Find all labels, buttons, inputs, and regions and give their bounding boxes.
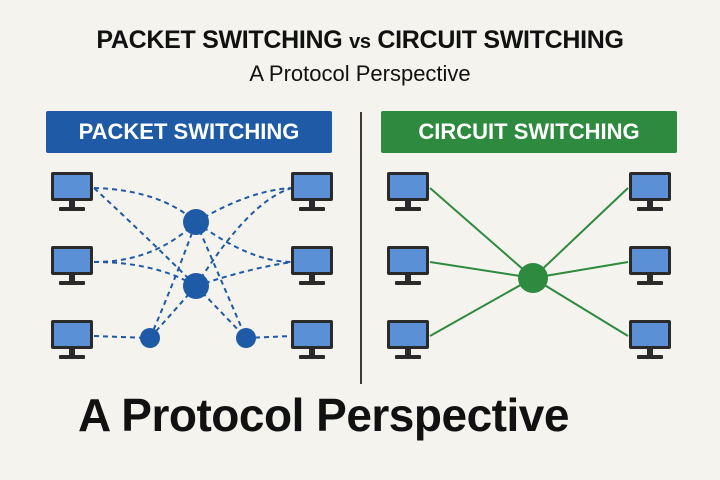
packet-link xyxy=(195,187,293,223)
packet-link xyxy=(195,221,293,263)
packet-links xyxy=(93,187,293,339)
computer-monitor-icon xyxy=(387,246,429,285)
packet-link xyxy=(195,261,293,287)
computer-monitor-icon xyxy=(387,320,429,359)
circuit-link xyxy=(429,187,534,279)
computer-monitor-icon xyxy=(51,172,93,211)
packet-link xyxy=(245,335,293,339)
circuit-link xyxy=(429,277,534,337)
computer-monitor-icon xyxy=(291,172,333,211)
title-packet: PACKET SWITCHING xyxy=(96,26,343,54)
circuit-links xyxy=(429,187,629,337)
packet-router-node xyxy=(183,273,209,299)
circuit-switch-node xyxy=(518,263,548,293)
packet-link xyxy=(93,221,197,263)
circuit-link xyxy=(532,187,629,279)
packet-link xyxy=(93,187,197,223)
packet-link xyxy=(93,261,197,287)
computer-monitor-icon xyxy=(51,246,93,285)
packet-router-node xyxy=(140,328,160,348)
computer-monitor-icon xyxy=(51,320,93,359)
computer-monitor-icon xyxy=(629,172,671,211)
circuit-link xyxy=(532,261,629,279)
packet-link xyxy=(195,221,247,339)
packet-link xyxy=(195,187,293,287)
packet-link xyxy=(149,221,197,339)
packet-switching-label: PACKET SWITCHING xyxy=(46,111,332,153)
packet-router-node xyxy=(183,209,209,235)
diagram-title: PACKET SWITCHING vs CIRCUIT SWITCHING xyxy=(0,26,720,55)
packet-router-node xyxy=(236,328,256,348)
title-circuit: CIRCUIT SWITCHING xyxy=(377,26,624,54)
circuit-link xyxy=(429,261,534,279)
diagram-subtitle: A Protocol Perspective xyxy=(249,61,471,86)
packet-computers xyxy=(51,172,333,359)
packet-link xyxy=(93,187,197,287)
computer-monitor-icon xyxy=(387,172,429,211)
circuit-link xyxy=(532,277,629,337)
computer-monitor-icon xyxy=(291,320,333,359)
title-vs: vs xyxy=(349,31,371,53)
footer-caption: A Protocol Perspective xyxy=(78,389,569,441)
computer-monitor-icon xyxy=(629,320,671,359)
circuit-switching-label: CIRCUIT SWITCHING xyxy=(381,111,677,153)
packet-nodes xyxy=(140,209,256,348)
panel-divider xyxy=(360,112,362,384)
computer-monitor-icon xyxy=(629,246,671,285)
computer-monitor-icon xyxy=(291,246,333,285)
